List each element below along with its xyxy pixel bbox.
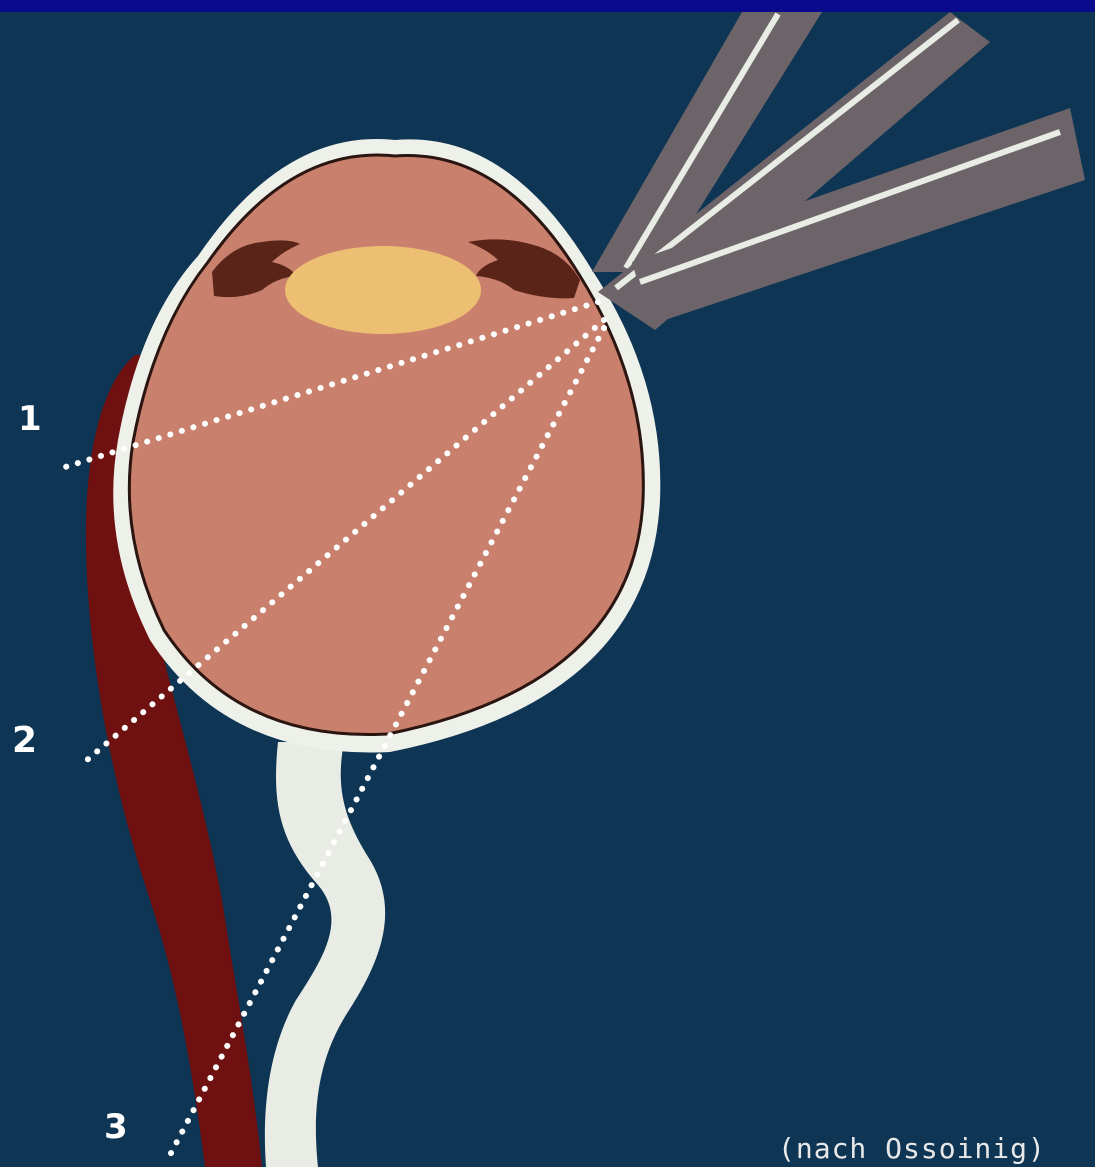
ray-label-1: 1 xyxy=(18,399,42,439)
source-credit: (nach Ossoinig) xyxy=(778,1132,1046,1165)
ray-label-3: 3 xyxy=(104,1107,128,1147)
ray-label-2: 2 xyxy=(12,720,37,761)
lens xyxy=(285,246,481,334)
top-border xyxy=(0,0,1095,12)
